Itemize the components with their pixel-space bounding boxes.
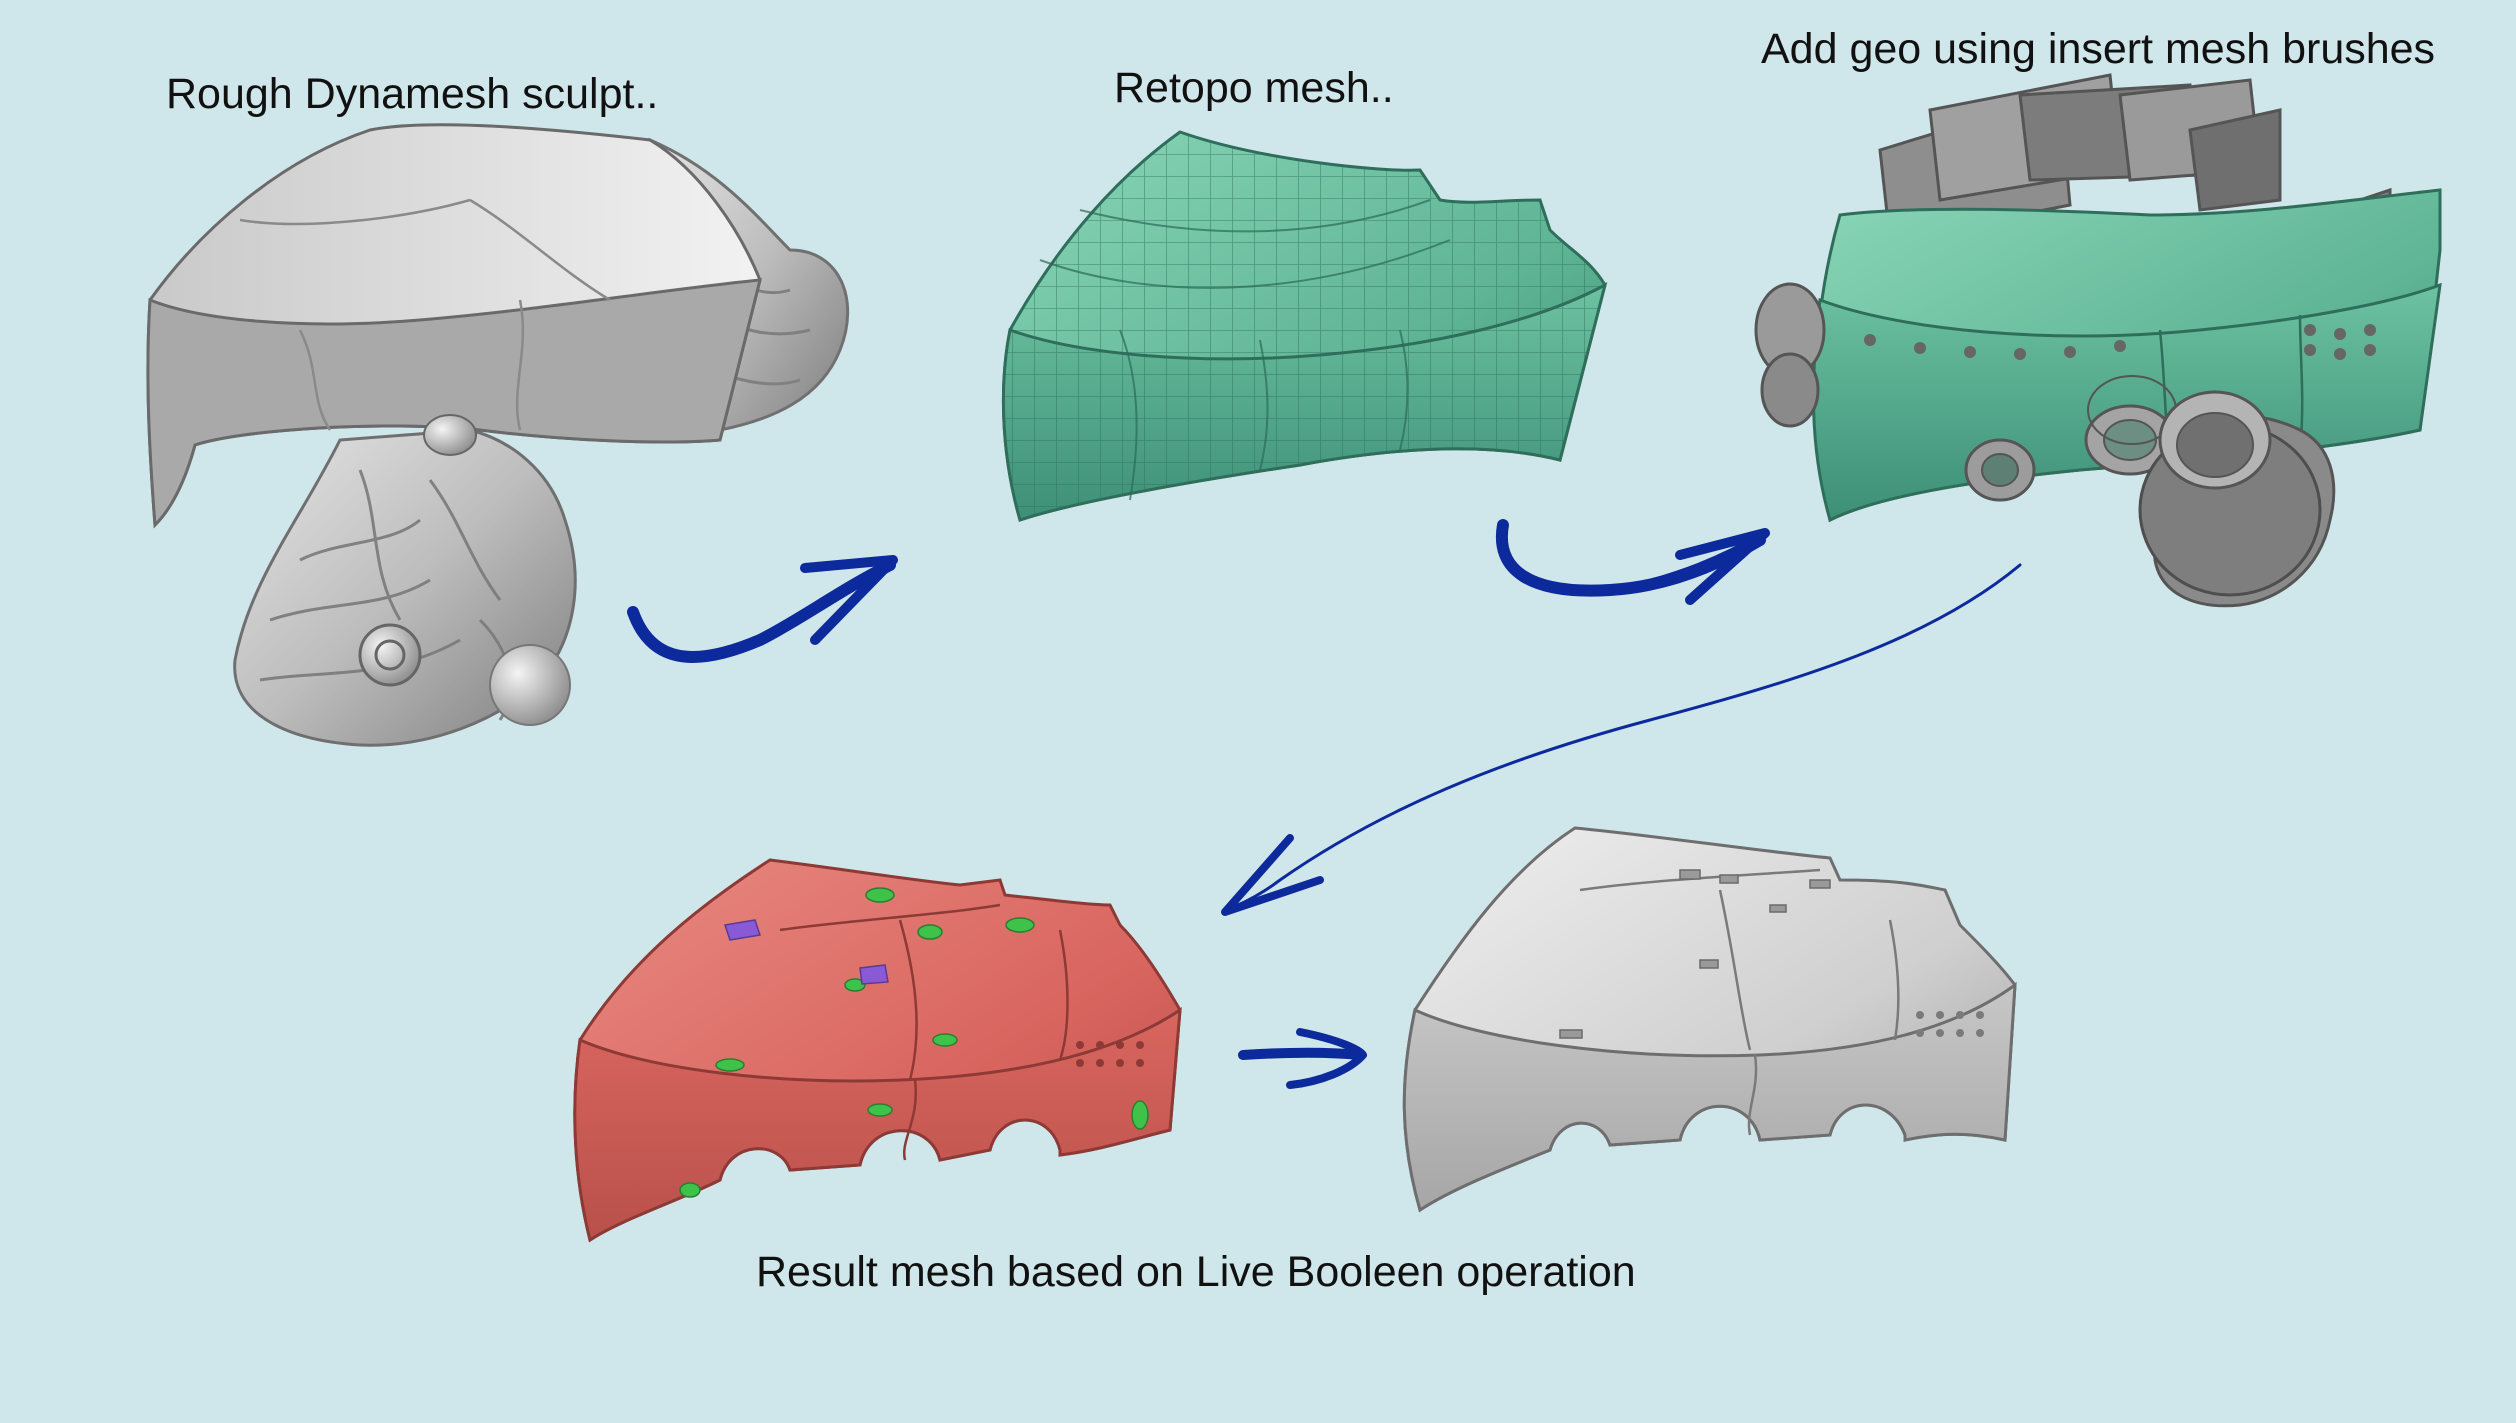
arrow-sculpt-to-retopo [627,555,898,663]
dynamesh-sculpt-model [146,123,850,747]
boolean-red-model [573,858,1182,1243]
caption-live-boolean-result: Result mesh based on Live Booleen operat… [756,1248,1636,1296]
boolean-final-model [1402,826,2017,1213]
caption-insert-mesh: Add geo using insert mesh brushes [1761,25,2436,73]
arrow-red-to-final [1238,1028,1367,1089]
arrow-insert-to-boolean [1221,563,2022,916]
caption-dynamesh-sculpt: Rough Dynamesh sculpt.. [166,70,659,118]
insert-mesh-model [1754,73,2442,608]
arrow-retopo-to-insert [1495,519,1770,605]
retopo-mesh-model [1001,130,1608,522]
caption-retopo-mesh: Retopo mesh.. [1114,64,1394,112]
